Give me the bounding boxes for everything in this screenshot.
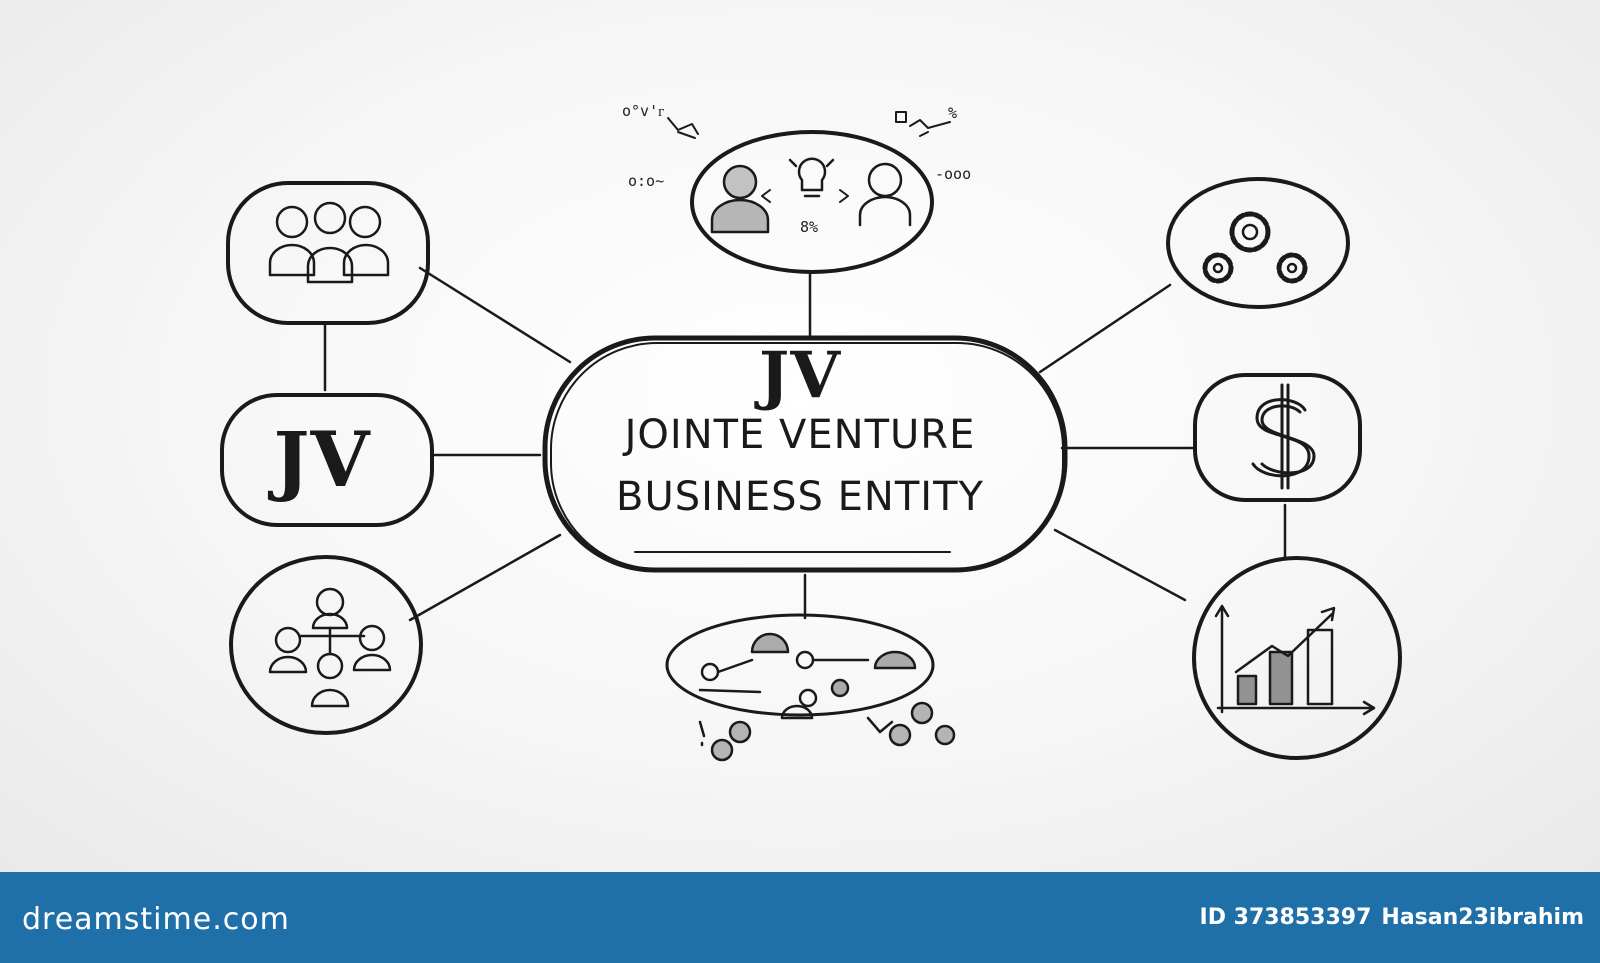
- mind-map-drawing: [220, 111, 1402, 762]
- doodle-text: o°v'ᴦ: [622, 102, 665, 120]
- group-icon: [268, 201, 390, 284]
- doodle-text: -ooo: [935, 165, 972, 183]
- center-node: [542, 335, 1068, 573]
- doodle-text: o:o~: [628, 172, 665, 190]
- hierarchy-node: [229, 555, 423, 735]
- author-name[interactable]: Hasan23ibrahim: [1381, 905, 1584, 930]
- collaboration-node: [690, 130, 934, 274]
- operations-node: [1166, 177, 1350, 309]
- image-id: ID 373853397: [1199, 905, 1372, 930]
- bar-chart-icon: [1214, 604, 1376, 716]
- diagram-canvas: JV JOINTE VENTURE BUSINESS ENTITY JV o°v…: [0, 0, 1600, 872]
- gears-icon: [1202, 211, 1308, 284]
- doodle-marks: [667, 111, 951, 139]
- doodle-text: 8%: [800, 218, 819, 236]
- center-title-line-1: JOINTE VENTURE: [624, 412, 976, 458]
- footer-bar: dreamstime.com ID 373853397 Hasan23ibrahi…: [0, 872, 1600, 963]
- team-node: [226, 181, 430, 325]
- people-idea-icon: [710, 157, 912, 234]
- center-abbreviation: JV: [759, 338, 841, 413]
- connector-lines: [323, 266, 1287, 622]
- finance-node: [1193, 373, 1362, 502]
- image-credit: ID 373853397 Hasan23ibrahim: [1190, 905, 1584, 930]
- growth-node: [1192, 556, 1402, 760]
- center-title-line-2: BUSINESS ENTITY: [616, 474, 984, 520]
- network-icon: [698, 632, 956, 762]
- jv-node-label: JV: [273, 415, 371, 504]
- org-chart-icon: [268, 587, 392, 708]
- doodle-text: %: [948, 104, 958, 122]
- jv-node: [220, 393, 434, 527]
- site-logo[interactable]: dreamstime.com: [22, 902, 290, 937]
- network-node: [665, 613, 956, 762]
- dollar-icon: [1251, 383, 1316, 490]
